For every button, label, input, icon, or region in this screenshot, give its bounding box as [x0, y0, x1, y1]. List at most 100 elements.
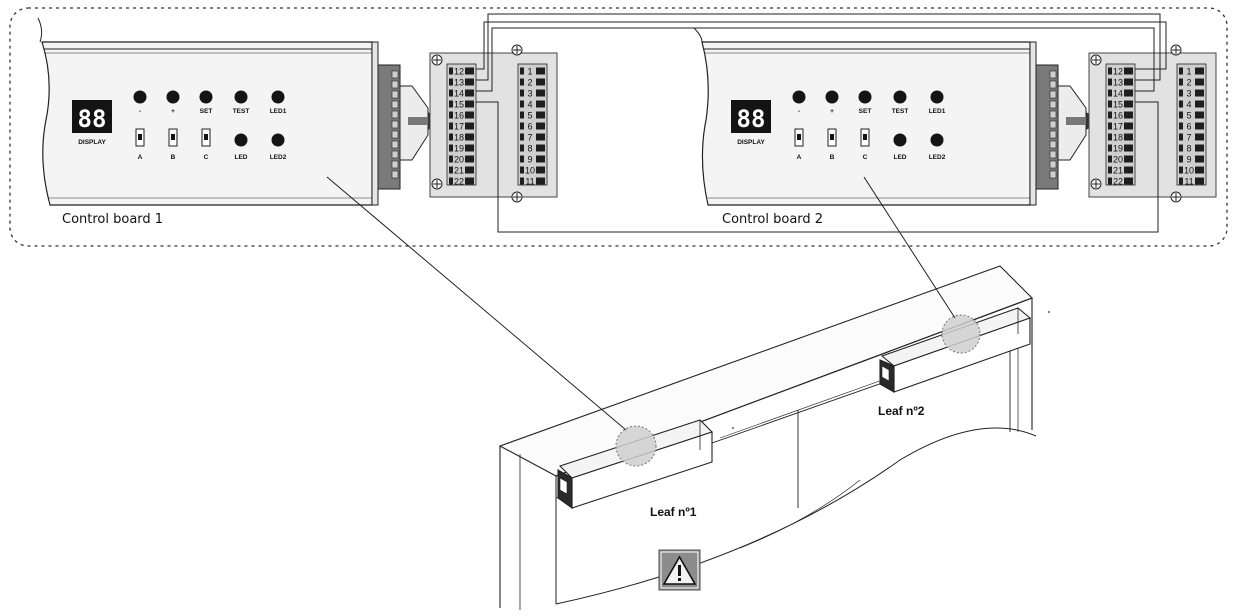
switch-c[interactable]: [860, 128, 870, 147]
switch-a-label: A: [138, 154, 143, 161]
led2-indicator: [271, 133, 285, 147]
plus-button[interactable]: [825, 90, 839, 104]
terminal-contact: [1108, 67, 1112, 75]
switch-a[interactable]: [135, 128, 145, 147]
terminal-contact: [536, 144, 545, 152]
terminal-contact: [1179, 177, 1183, 185]
set-button-label: SET: [859, 108, 872, 115]
led2-label: LED2: [929, 154, 946, 161]
led1-indicator: [930, 90, 944, 104]
terminal-contact: [1108, 144, 1112, 152]
terminal-contact: [1124, 177, 1133, 185]
terminal-contact: [449, 144, 453, 152]
terminal-contact: [465, 89, 474, 97]
terminal-number: 4: [527, 100, 532, 110]
terminal-contact: [1195, 89, 1204, 97]
terminal-number: 15: [1113, 100, 1123, 110]
terminal-contact: [1124, 133, 1133, 141]
terminal-contact: [449, 155, 453, 163]
board-label: Control board 2: [722, 212, 823, 227]
switch-c[interactable]: [201, 128, 211, 147]
terminal-contact: [1179, 166, 1183, 174]
terminal-number: 12: [1113, 67, 1123, 77]
terminal-contact: [449, 89, 453, 97]
test-button[interactable]: [893, 90, 907, 104]
switch-b[interactable]: [168, 128, 178, 147]
terminal-contact: [1195, 122, 1204, 130]
terminal-number: 16: [454, 111, 464, 121]
test-button[interactable]: [234, 90, 248, 104]
switch-a[interactable]: [794, 128, 804, 147]
terminal-contact: [449, 67, 453, 75]
terminal-contact: [520, 166, 524, 174]
terminal-contact: [1108, 177, 1112, 185]
led1-indicator: [271, 90, 285, 104]
terminal-number: 5: [527, 111, 532, 121]
display-value: 88: [737, 105, 766, 133]
terminal-contact: [1179, 67, 1183, 75]
wire-13-13: [476, 13, 1161, 81]
control-board-1: 88 DISPLAY - + SET TEST LED1 A B C LED: [37, 17, 558, 227]
test-button-label: TEST: [892, 108, 909, 115]
terminal-contact: [449, 78, 453, 86]
terminal-number: 9: [527, 155, 532, 165]
leaf-1-label: Leaf nº1: [650, 505, 697, 519]
minus-button[interactable]: [792, 90, 806, 104]
terminal-number: 15: [454, 100, 464, 110]
switch-b[interactable]: [827, 128, 837, 147]
terminal-contact: [1179, 100, 1183, 108]
screw-icon: [1170, 191, 1182, 203]
screw-icon: [431, 54, 443, 66]
terminal-contact: [1124, 67, 1133, 75]
plus-button[interactable]: [166, 90, 180, 104]
board-label: Control board 1: [62, 212, 163, 227]
interconnect-wires: [476, 13, 1167, 233]
terminal-contact: [1108, 122, 1112, 130]
terminal-contact: [1108, 133, 1112, 141]
terminal-contact: [1195, 67, 1204, 75]
terminal-contact: [520, 78, 524, 86]
terminal-contact: [536, 89, 545, 97]
terminal-contact: [449, 111, 453, 119]
terminal-contact: [1124, 122, 1133, 130]
terminal-contact: [520, 67, 524, 75]
set-button[interactable]: [199, 90, 213, 104]
terminal-contact: [449, 177, 453, 185]
terminal-contact: [465, 67, 474, 75]
terminal-contact: [1195, 144, 1204, 152]
terminal-contact: [1108, 111, 1112, 119]
plus-button-label: +: [171, 108, 175, 115]
terminal-contact: [1195, 177, 1204, 185]
switch-c-label: C: [863, 154, 868, 161]
leader-line-2: [863, 176, 956, 319]
board-housing: [41, 41, 373, 206]
terminal-number: 7: [1186, 133, 1191, 143]
terminal-number: 3: [527, 89, 532, 99]
led-label: LED: [235, 154, 248, 161]
terminal-number: 1: [1186, 67, 1191, 77]
terminal-number: 14: [454, 89, 464, 99]
terminal-contact: [465, 111, 474, 119]
led-label: LED: [894, 154, 907, 161]
terminal-contact: [1124, 100, 1133, 108]
terminal-number: 17: [454, 122, 464, 132]
display-value: 88: [78, 105, 107, 133]
minus-button[interactable]: [133, 90, 147, 104]
terminal-number: 19: [1113, 144, 1123, 154]
terminal-number: 5: [1186, 111, 1191, 121]
leader-line-1: [326, 176, 627, 431]
terminal-number: 13: [454, 78, 464, 88]
terminal-contact: [1195, 100, 1204, 108]
screw-icon: [1090, 54, 1102, 66]
terminal-number: 20: [1113, 155, 1123, 165]
terminal-number: 2: [1186, 78, 1191, 88]
terminal-contact: [465, 155, 474, 163]
terminal-contact: [1124, 166, 1133, 174]
terminal-contact: [1124, 144, 1133, 152]
terminal-contact: [536, 111, 545, 119]
location-marker-1: [615, 425, 657, 467]
switch-b-label: B: [830, 154, 835, 161]
board-housing: [701, 41, 1031, 206]
plus-button-label: +: [830, 108, 834, 115]
set-button[interactable]: [858, 90, 872, 104]
